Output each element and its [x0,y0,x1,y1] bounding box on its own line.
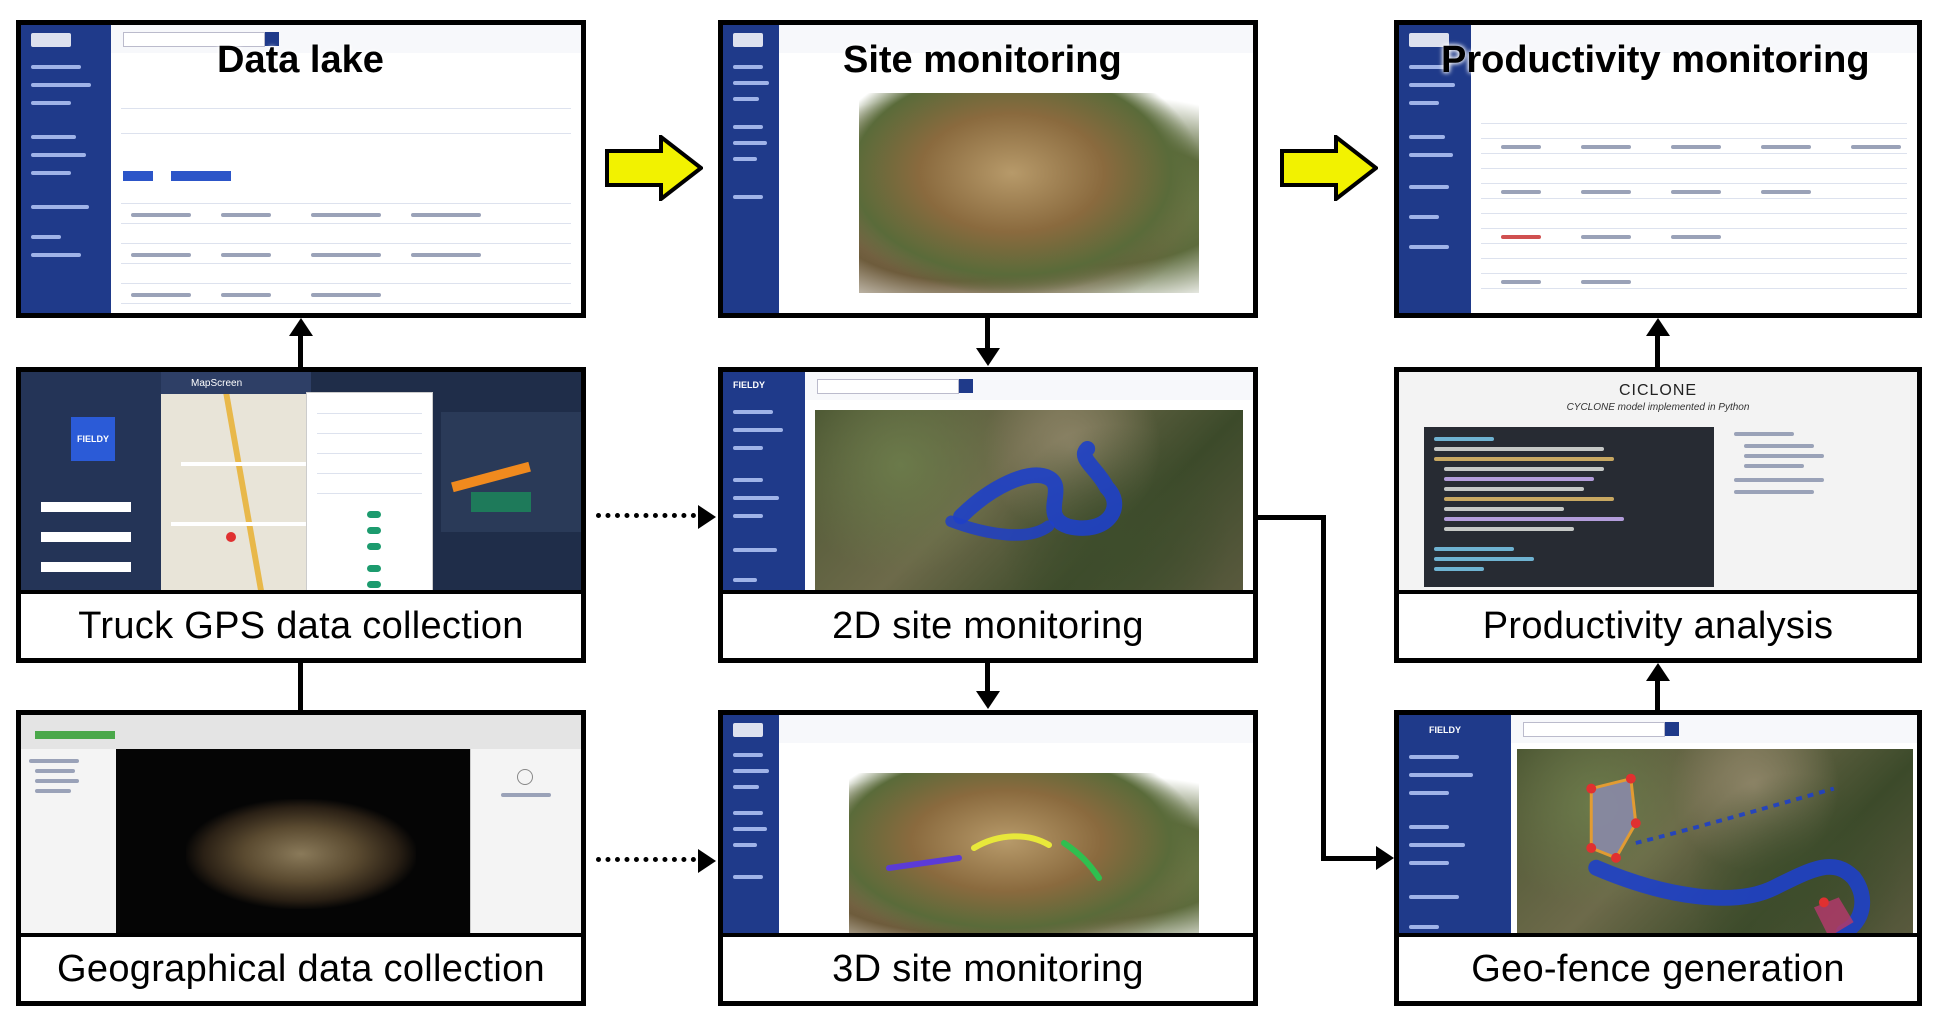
arrow-up-icon [1646,318,1670,336]
terrain-3d-model[interactable] [859,93,1199,293]
geo-fence-overlay [1586,773,1871,937]
map-pin-icon [226,532,236,542]
arrow-right-icon [698,505,716,529]
app-sidebar [21,25,111,313]
panel-3d-site: 3D site monitoring [718,710,1258,1006]
site-monitoring-title: Site monitoring [843,39,1122,81]
brand-logo: FIELDY [733,380,766,390]
panel-data-lake: Data lake [16,20,586,318]
connector-site-to-2d [985,318,990,350]
route-overlay [886,833,1102,881]
panel-productivity-monitoring: Productivity monitoring [1394,20,1922,318]
productivity-monitoring-title: Productivity monitoring [1441,39,1870,81]
connector-gps-to-2d [596,513,696,518]
geo-fence-caption: Geo-fence generation [1399,933,1917,1001]
connector-geofence-to-analysis [1655,680,1660,711]
panel-site-monitoring: Site monitoring [718,20,1258,318]
truck-gps-caption: Truck GPS data collection [21,590,581,658]
geo-fence-screenshot: FIELDY [1399,715,1917,937]
site-monitoring-screenshot [723,25,1253,313]
arrow-down-icon [976,691,1000,709]
truck-route-overlay [945,440,1123,541]
fieldy-logo: FIELDY [71,417,115,461]
panel-truck-gps: FIELDY MapScreen [16,367,586,663]
connector-analysis-to-monitoring [1655,334,1660,368]
app-sidebar [723,25,779,313]
productivity-analysis-screenshot: CICLONE CYCLONE model implemented in Pyt… [1399,372,1917,594]
app-sidebar: FIELDY [1399,715,1511,937]
2d-site-screenshot: FIELDY [723,372,1253,594]
arrow-right-icon [605,135,703,201]
app-sidebar: FIELDY [723,372,805,594]
connector-2d-to-geofence-h2 [1321,856,1376,861]
map-screen-title: MapScreen [191,377,243,389]
data-lake-screenshot [21,25,581,313]
connector-2d-to-geofence-v [1321,515,1326,861]
3d-site-screenshot [723,715,1253,937]
search-icon[interactable] [265,32,279,46]
satellite-map[interactable] [815,410,1243,594]
data-table [111,53,581,313]
terrain-3d-model[interactable] [849,773,1199,937]
productivity-monitoring-screenshot [1399,25,1917,313]
connector-geo-to-gps [298,663,303,711]
map-screen[interactable]: MapScreen [161,372,311,594]
geographical-caption: Geographical data collection [21,933,581,1001]
properties-panel [470,749,581,937]
code-editor [1424,427,1714,587]
data-lake-title: Data lake [217,39,384,81]
sensor-readout-panel [306,392,433,594]
app-topbar [111,25,581,54]
ciclone-subheading: CYCLONE model implemented in Python [1566,402,1750,413]
arrow-right-icon [1376,846,1394,870]
3d-site-caption: 3D site monitoring [723,933,1253,1001]
connector-2d-to-geofence-h1 [1258,515,1326,520]
productivity-analysis-caption: Productivity analysis [1399,590,1917,658]
satellite-map[interactable] [1517,749,1913,937]
search-input[interactable] [123,32,265,47]
app-sidebar [723,715,779,937]
arrow-right-icon [1280,135,1378,201]
arrow-right-icon [698,849,716,873]
app-sidebar [1399,25,1471,313]
arrow-up-icon [1646,663,1670,681]
truck-gps-screenshot: FIELDY MapScreen [21,372,581,594]
panel-geo-fence: FIELDY [1394,710,1922,1006]
connector-gps-to-datalake [298,332,303,368]
brand-logo: FIELDY [1429,725,1462,735]
route-map [441,412,581,532]
productivity-table [1471,53,1917,313]
layer-tree [21,749,117,937]
2d-site-caption: 2D site monitoring [723,590,1253,658]
connector-2d-to-3d [985,663,990,693]
point-cloud-viewer[interactable] [116,749,471,937]
arrow-down-icon [976,348,1000,366]
geographical-screenshot [21,715,581,937]
arrow-up-icon [289,318,313,336]
brand-logo [31,33,71,47]
panel-geographical: Geographical data collection [16,710,586,1006]
panel-2d-site: FIELDY 2D site monitoring [718,367,1258,663]
panel-productivity-analysis: CICLONE CYCLONE model implemented in Pyt… [1394,367,1922,663]
toolbar [21,715,581,750]
connector-geo-to-3d [596,857,696,862]
phone-login-screen: FIELDY [21,372,161,594]
ciclone-heading: CICLONE [1618,382,1698,399]
